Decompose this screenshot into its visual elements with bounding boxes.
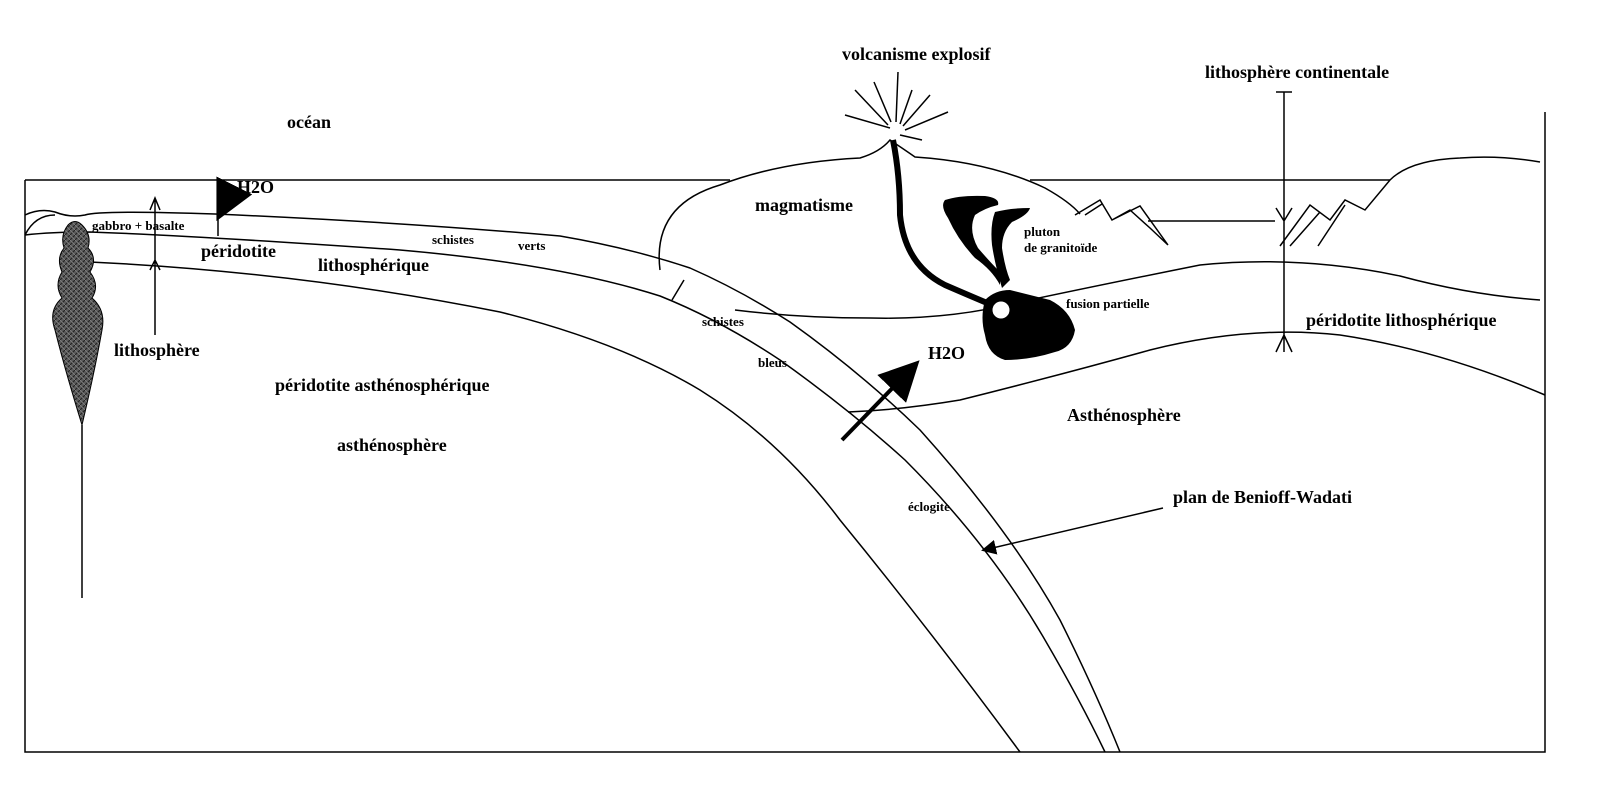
label-asthenospheric-peridotite: péridotite asthénosphérique — [275, 375, 490, 395]
label-ocean: océan — [287, 112, 331, 132]
mountains-right — [1279, 156, 1541, 247]
ridge-left-curve — [24, 214, 56, 236]
label-schistes-verts-2: verts — [518, 238, 545, 253]
granitoid-pluton-2 — [991, 208, 1030, 288]
mountains-left — [1074, 198, 1169, 246]
label-peridotite: péridotite — [201, 241, 276, 261]
mantle-plume — [52, 221, 104, 427]
label-h2o-top: H2O — [237, 177, 274, 197]
lithosphere-asthenosphere-boundary — [847, 331, 1546, 413]
label-schistes-verts-1: schistes — [432, 232, 474, 247]
oceanic-crust-base — [24, 231, 1106, 753]
label-peridotite-lithospheric-right: péridotite lithosphérique — [1306, 310, 1497, 330]
ocean-floor-line — [24, 209, 1121, 753]
arc-base — [734, 261, 1541, 319]
magma-conduit — [890, 139, 994, 308]
label-pluton-2: de granitoïde — [1024, 240, 1098, 255]
label-eclogite: éclogite — [908, 499, 950, 514]
label-asthenosphere-left: asthénosphère — [337, 435, 447, 455]
continental-lithosphere-arrow — [1275, 92, 1293, 353]
label-asthenosphere-right: Asthénosphère — [1067, 405, 1181, 425]
label-h2o-mid: H2O — [928, 343, 965, 363]
label-gabbro-basalt: gabbro + basalte — [92, 218, 185, 233]
melt-droplet — [991, 300, 1011, 320]
granitoid-pluton — [943, 195, 1000, 285]
label-volcanism: volcanisme explosif — [842, 44, 991, 64]
label-continental-lithosphere: lithosphère continentale — [1205, 62, 1389, 82]
label-benioff: plan de Benioff-Wadati — [1173, 487, 1352, 507]
label-schistes-bleus-2: bleus — [758, 355, 787, 370]
slab-boundary-1 — [671, 279, 685, 301]
label-lithospheric: lithosphérique — [318, 255, 429, 275]
lithosphere-base-line — [89, 261, 1021, 753]
label-pluton-1: pluton — [1024, 224, 1061, 239]
label-schistes-bleus-1: schistes — [702, 314, 744, 329]
h2o-arrow-slab — [840, 360, 920, 442]
arc-crust — [658, 139, 1081, 271]
partial-melt-zone — [982, 290, 1075, 360]
diagram-frame — [24, 112, 1546, 753]
h2o-arrow-top — [216, 176, 253, 222]
lithosphere-thickness-arrow — [149, 196, 161, 335]
benioff-arrow — [981, 507, 1164, 555]
label-partial-fusion: fusion partielle — [1066, 296, 1150, 311]
explosion-rays — [844, 71, 949, 141]
label-lithosphere-left: lithosphère — [114, 340, 200, 360]
label-magmatism: magmatisme — [755, 195, 853, 215]
